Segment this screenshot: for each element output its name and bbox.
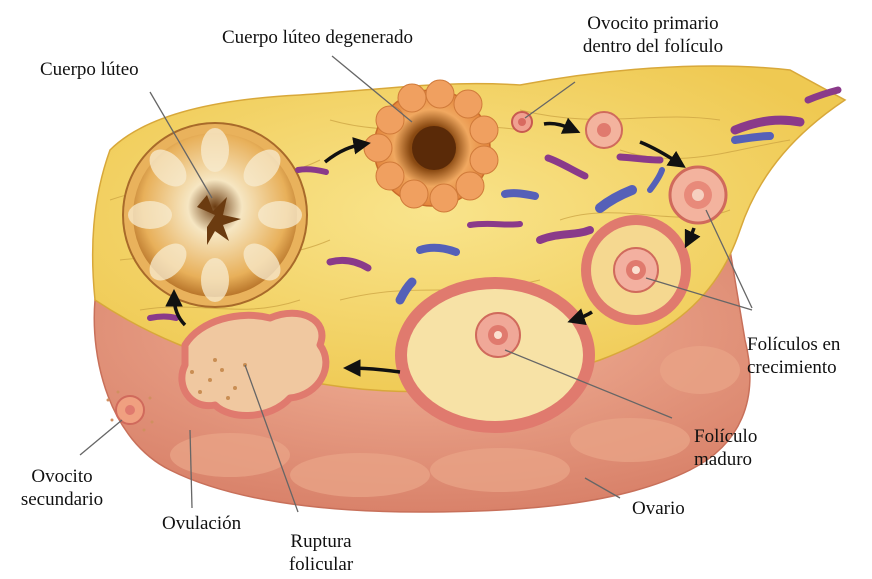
- growing-follicle-2: [670, 167, 726, 223]
- label-foliculos-crecimiento: Folículos en crecimiento: [747, 333, 840, 379]
- label-cuerpo-luteo: Cuerpo lúteo: [40, 58, 139, 81]
- label-ovocito-primario-line1: Ovocito primario: [562, 12, 744, 35]
- label-ovocito-primario-line2: dentro del folículo: [562, 35, 744, 58]
- label-foliculo-maduro: Folículo maduro: [694, 425, 757, 471]
- label-foliculos-crecimiento-line1: Folículos en: [747, 333, 840, 356]
- label-ovocito-secundario-line1: Ovocito: [12, 465, 112, 488]
- mature-follicle: [395, 277, 595, 433]
- label-foliculo-maduro-line2: maduro: [694, 448, 757, 471]
- label-ovario: Ovario: [632, 497, 685, 520]
- label-cuerpo-luteo-degenerado: Cuerpo lúteo degenerado: [222, 26, 413, 49]
- corpus-luteum: [123, 123, 307, 307]
- label-ovocito-secundario-line2: secundario: [12, 488, 112, 511]
- label-ovocito-primario: Ovocito primario dentro del folículo: [562, 12, 744, 58]
- label-ovocito-secundario: Ovocito secundario: [12, 465, 112, 511]
- label-ovulacion: Ovulación: [162, 512, 241, 535]
- growing-follicle-1: [586, 112, 622, 148]
- label-foliculo-maduro-line1: Folículo: [694, 425, 757, 448]
- label-ruptura-folicular-line2: folicular: [276, 553, 366, 576]
- label-foliculos-crecimiento-line2: crecimiento: [747, 356, 840, 379]
- label-ruptura-folicular-line1: Ruptura: [276, 530, 366, 553]
- label-ruptura-folicular: Ruptura folicular: [276, 530, 366, 576]
- growing-follicle-3: [581, 215, 691, 325]
